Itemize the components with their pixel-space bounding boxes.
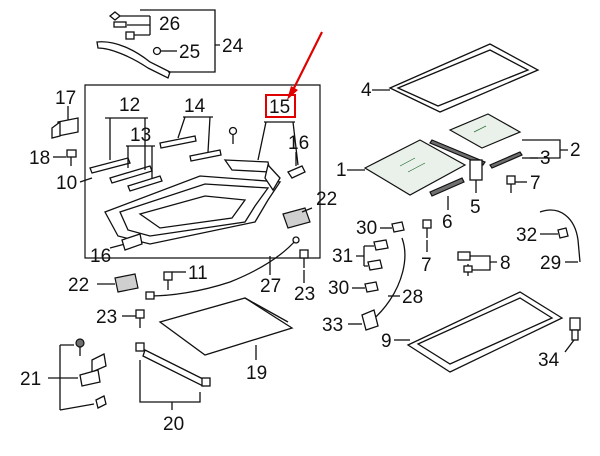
bolt-23-right [299, 249, 309, 268]
callout-30-top: 30 [356, 218, 377, 239]
drain-hose-29 [539, 209, 581, 263]
leader-34 [564, 339, 575, 353]
leader-22-right [301, 207, 313, 213]
guide-rail-right [159, 135, 222, 162]
callout-12: 12 [119, 95, 140, 116]
leader-26 [120, 15, 151, 36]
screw-25 [152, 46, 172, 56]
sunshade-19 [158, 297, 294, 356]
seal-6 [429, 177, 465, 197]
sunroof-frame-group-box [84, 84, 321, 259]
callout-19: 19 [246, 363, 267, 384]
callout-22-left: 22 [68, 275, 89, 296]
bolt-center [228, 126, 238, 144]
callout-15: 15 [269, 97, 290, 118]
callout-3: 3 [540, 148, 551, 169]
bar-20 [135, 342, 211, 387]
callout-10: 10 [56, 173, 77, 194]
part-16-bottom [121, 233, 143, 251]
valve-33 [361, 309, 379, 331]
glass-4 [388, 43, 540, 113]
callout-21: 21 [20, 369, 41, 390]
part-16-top [287, 165, 306, 179]
callout-14: 14 [184, 96, 206, 117]
highlight-arrow [292, 31, 323, 91]
callout-7-top: 7 [530, 173, 541, 194]
drain-cable-27 [145, 236, 300, 300]
highlight-box [265, 94, 296, 118]
bolt-23-left [135, 309, 145, 328]
callout-7-mid: 7 [421, 255, 432, 276]
bracket-17 [51, 117, 79, 139]
sunroof-frame [104, 159, 282, 245]
pad-22-left [114, 273, 139, 293]
callout-27: 27 [260, 276, 281, 297]
callout-34: 34 [538, 350, 560, 371]
seals-3 [429, 139, 523, 169]
bolt-18 [66, 149, 77, 166]
callout-20: 20 [163, 414, 184, 435]
callout-30-bottom: 30 [328, 278, 349, 299]
parts-21 [75, 338, 107, 409]
bolt-7-top [506, 175, 516, 193]
leader-13 [126, 145, 155, 178]
callout-31: 31 [332, 246, 353, 267]
callout-1: 1 [336, 160, 347, 181]
clips-31 [367, 239, 389, 271]
callout-18: 18 [29, 148, 50, 169]
highlight-arrowhead [287, 86, 298, 100]
callout-25: 25 [179, 42, 200, 63]
leader-14 [177, 116, 213, 153]
guide-rail-left [89, 157, 163, 192]
callout-8: 8 [500, 253, 511, 274]
leader-20 [139, 360, 201, 410]
leader-16b [109, 243, 126, 249]
leader-2 [522, 139, 568, 159]
callout-23-right: 23 [294, 284, 315, 305]
callout-17: 17 [55, 88, 76, 109]
pad-22-right [282, 207, 311, 229]
glass-1 [363, 139, 467, 196]
callout-2: 2 [570, 140, 581, 161]
callout-16-bottom: 16 [90, 246, 111, 267]
part-5 [469, 159, 483, 181]
callout-22-right: 22 [316, 189, 337, 210]
callout-33: 33 [322, 315, 343, 336]
leader-31 [356, 245, 374, 267]
part-34 [569, 317, 581, 341]
callout-24: 24 [222, 36, 244, 57]
callout-13: 13 [130, 125, 151, 146]
glass-2 [448, 113, 522, 149]
callout-32: 32 [516, 225, 537, 246]
callout-28: 28 [402, 287, 423, 308]
bolt-11 [163, 271, 173, 290]
leader-12 [105, 117, 148, 170]
callout-16-top: 16 [288, 133, 309, 154]
leader-10 [79, 177, 93, 183]
callout-4: 4 [361, 80, 372, 101]
leader-21 [48, 344, 95, 411]
bolt-7-mid [422, 219, 432, 238]
callout-5: 5 [470, 197, 481, 218]
callout-11: 11 [188, 263, 208, 284]
callout-9: 9 [381, 331, 392, 352]
deflector-part [96, 41, 171, 79]
leader-24 [140, 9, 220, 73]
callout-6: 6 [442, 212, 453, 233]
clip-30-top [391, 221, 405, 233]
frame-seal-9 [406, 291, 564, 373]
callout-26: 26 [159, 14, 180, 35]
drain-tube-28 [369, 237, 406, 323]
callout-23-left: 23 [96, 307, 117, 328]
leader-15 [257, 121, 299, 166]
leader-8 [470, 255, 497, 271]
clip-30-bottom [364, 281, 379, 293]
callout-29: 29 [540, 253, 561, 274]
parts-8 [457, 251, 473, 276]
